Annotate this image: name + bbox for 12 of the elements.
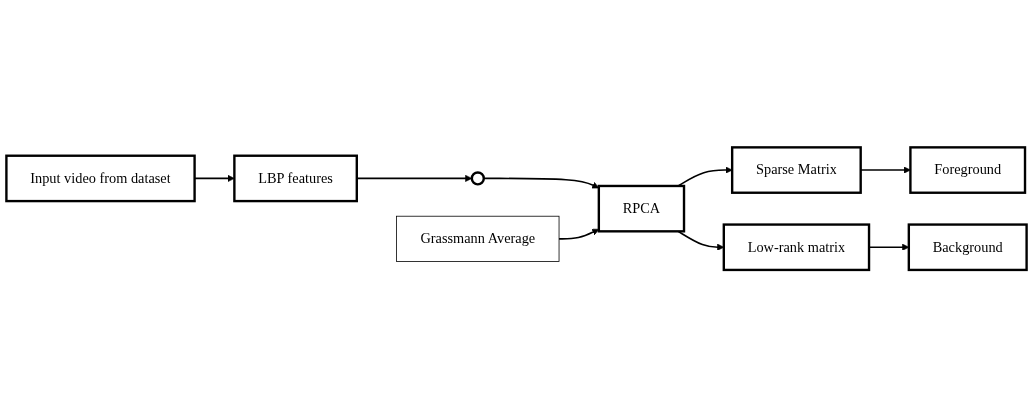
node-box: LBP features (233, 154, 358, 203)
node-box: Background (907, 223, 1028, 272)
arrow (558, 229, 600, 241)
node-box: Foreground (909, 146, 1027, 195)
node-box: Sparse Matrix (730, 146, 862, 195)
node-box: Input video from dataset (5, 154, 196, 203)
node-box: Low-rank matrix (722, 223, 871, 272)
arrow (356, 175, 473, 183)
arrow (483, 177, 600, 189)
node-box: Grassmann Average (396, 216, 560, 263)
node-circle (470, 171, 485, 186)
node-box: RPCA (597, 185, 686, 233)
